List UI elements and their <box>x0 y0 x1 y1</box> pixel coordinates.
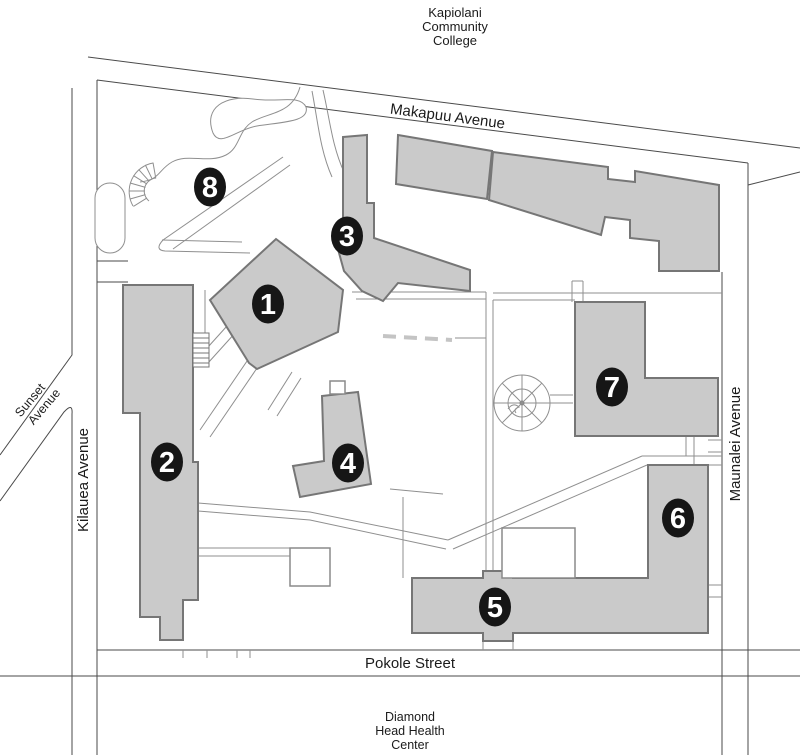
walkway-line <box>182 650 251 658</box>
building-makapuu-east-footprint <box>487 150 720 272</box>
badge-circle <box>479 587 511 627</box>
building-7-footprint <box>574 301 719 437</box>
garden-path <box>139 86 301 183</box>
building-7-badge: 7 <box>596 367 628 407</box>
walkway-line <box>708 439 722 598</box>
walkway-line <box>493 292 722 301</box>
badge-circle <box>194 167 226 207</box>
structure-outline <box>501 527 576 579</box>
kapiolani-college-label: College <box>433 33 477 48</box>
building-8-badge: 8 <box>194 167 226 207</box>
street-line <box>747 171 800 186</box>
building-5-badge: 5 <box>479 587 511 627</box>
street-kilauea-avenue-label: Kilauea Avenue <box>75 428 92 532</box>
kapiolani-college-label: Community <box>422 19 488 34</box>
garden-path <box>322 89 345 173</box>
badge-number: 3 <box>339 221 355 253</box>
garden-path <box>158 156 284 254</box>
structure-outline <box>289 547 331 587</box>
walkway-line <box>198 547 290 557</box>
badge-number: 1 <box>260 289 276 321</box>
street-line <box>97 260 128 283</box>
garden-path <box>311 90 333 178</box>
pond-shape <box>94 182 126 254</box>
badge-number: 4 <box>340 448 356 480</box>
badge-number: 2 <box>159 447 175 479</box>
fan-steps-icon <box>128 162 157 207</box>
street-pokole-street-label: Pokole Street <box>365 655 456 672</box>
street-line <box>0 88 73 456</box>
building-2-badge: 2 <box>151 442 183 482</box>
fountain-circle-icon <box>493 374 551 432</box>
walkway-line <box>550 394 573 404</box>
kapiolani-college-label: Kapiolani <box>428 5 482 20</box>
walkway-line <box>482 641 514 650</box>
walkway-line <box>197 502 449 550</box>
walkway-line <box>571 280 584 302</box>
diamond-head-health-center-label: Head Health <box>375 724 445 738</box>
building-badges: 1 2 3 4 5 6 7 8 <box>151 167 694 627</box>
diamond-head-health-center-label: Diamond <box>385 710 435 724</box>
walkways <box>182 280 722 658</box>
walkway-line <box>485 292 494 578</box>
street-line <box>0 407 73 755</box>
building-1-badge: 1 <box>252 284 284 324</box>
badge-circle <box>252 284 284 324</box>
garden-path <box>161 239 243 243</box>
street-line <box>87 56 800 149</box>
building-6-badge: 6 <box>662 498 694 538</box>
badge-number: 7 <box>604 372 620 404</box>
badge-circle <box>596 367 628 407</box>
building-3-badge: 3 <box>331 216 363 256</box>
walkway-line <box>447 455 648 550</box>
street-sunset-avenue-label: Sunset Avenue <box>12 380 63 427</box>
badge-number: 5 <box>487 592 503 624</box>
badge-number: 8 <box>202 172 218 204</box>
street-makapuu-avenue-label: Makapuu Avenue <box>389 101 506 133</box>
street-maunalei-avenue-label: Maunalei Avenue <box>727 387 744 502</box>
walkway-line <box>267 371 302 417</box>
badge-circle <box>151 442 183 482</box>
diamond-head-health-center-label: Center <box>391 738 429 752</box>
badge-circle <box>331 216 363 256</box>
badge-circle <box>662 498 694 538</box>
building-makapuu-west-footprint <box>394 133 494 201</box>
building-4-footprint <box>291 390 373 499</box>
badge-number: 6 <box>670 503 686 535</box>
badge-circle <box>332 443 364 483</box>
walkway-line <box>389 488 444 578</box>
walkway-dashed-line <box>382 334 453 342</box>
walkway-line <box>642 455 722 466</box>
garden-path <box>172 164 291 250</box>
walkway-line <box>685 436 695 465</box>
garden-area <box>94 86 345 254</box>
street-line <box>96 79 749 164</box>
stairs-icon <box>192 332 210 368</box>
building-4-badge: 4 <box>332 443 364 483</box>
structure-outline <box>329 380 346 395</box>
unshaded-structures <box>289 380 576 587</box>
campus-buildings <box>122 133 720 642</box>
